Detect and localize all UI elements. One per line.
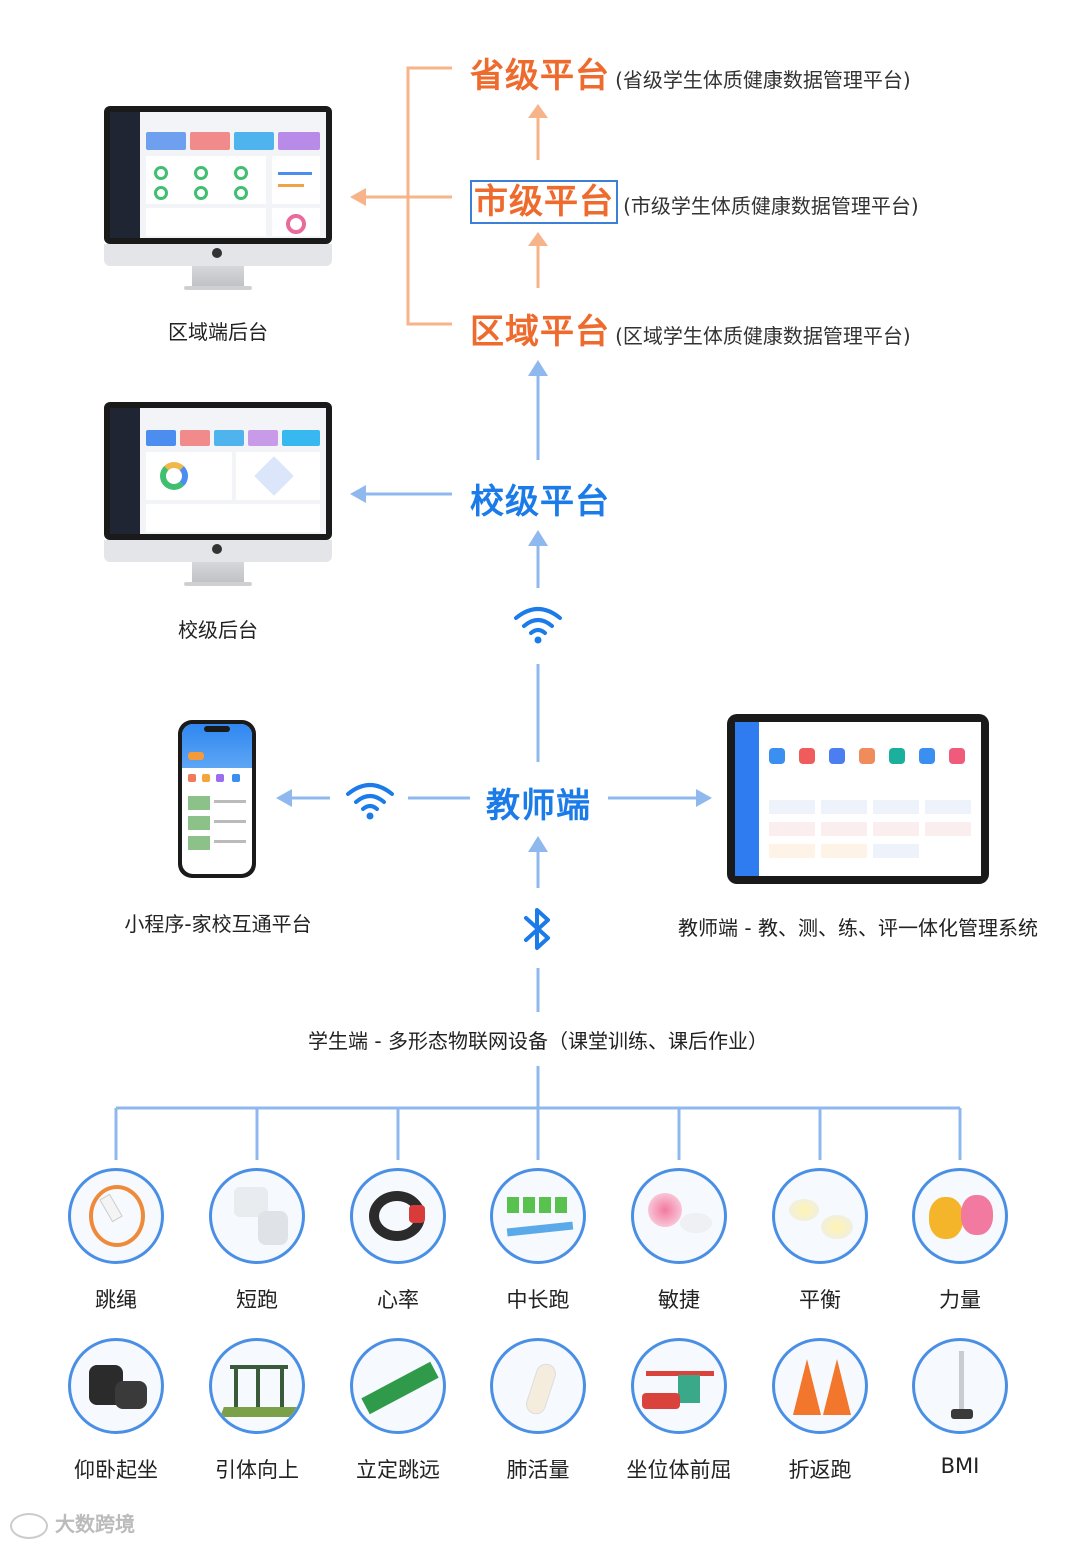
wifi-icon [346,783,394,820]
student-devices-caption: 学生端 - 多形态物联网设备（课堂训练、课后作业） [308,1029,768,1053]
regional-platform-subtitle: (区域学生体质健康数据管理平台) [615,324,911,348]
watermark-logo-icon [10,1512,48,1539]
mini-program-caption: 小程序-家校互通平台 [124,912,312,936]
distance-run-device-icon [490,1168,586,1264]
sprint-sensor-device-icon [209,1168,305,1264]
device-label: 立定跳远 [356,1458,440,1482]
device-label: 仰卧起坐 [74,1458,158,1482]
device-label: 引体向上 [215,1458,299,1482]
balance-light-device-icon [772,1168,868,1264]
apple-logo-icon [212,248,222,258]
agility-light-device-icon [631,1168,727,1264]
school-backend-caption: 校级后台 [178,618,258,642]
strength-grip-device-icon [912,1168,1008,1264]
teacher-system-screen [735,722,981,876]
device-label: BMI [940,1454,980,1478]
provincial-platform-title: 省级平台 [470,56,610,96]
device-label: 平衡 [799,1288,841,1312]
city-platform-subtitle: (市级学生体质健康数据管理平台) [623,194,919,218]
device-label: 跳绳 [95,1288,137,1312]
tablet-device [727,714,989,884]
teacher-system-caption: 教师端 - 教、测、练、评一体化管理系统 [678,916,1038,940]
spirometer-device-icon [490,1338,586,1434]
provincial-platform: 省级平台 (省级学生体质健康数据管理平台) [470,48,911,97]
shuttle-run-cone-device-icon [772,1338,868,1434]
teacher-platform-title: 教师端 [486,786,591,826]
regional-backend-monitor [104,106,332,296]
device-label: 力量 [939,1288,981,1312]
device-label: 敏捷 [658,1288,700,1312]
mini-program-screen [182,724,252,874]
regional-dashboard-screen [110,112,326,238]
provincial-platform-subtitle: (省级学生体质健康数据管理平台) [615,68,911,92]
device-label: 短跑 [236,1288,278,1312]
sit-and-reach-device-icon [631,1338,727,1434]
long-jump-mat-device-icon [350,1338,446,1434]
wifi-icon [514,607,562,644]
school-dashboard-screen [110,408,326,534]
school-backend-monitor [104,402,332,592]
watermark-text: 大数跨境 [54,1512,135,1536]
situp-sensor-device-icon [68,1338,164,1434]
school-platform-title: 校级平台 [470,482,610,522]
regional-backend-caption: 区域端后台 [168,320,268,344]
device-label: 折返跑 [788,1458,852,1482]
city-platform-title: 市级平台 [470,180,618,224]
regional-platform-title: 区域平台 [470,312,610,352]
heart-rate-band-device-icon [350,1168,446,1264]
apple-logo-icon [212,544,222,554]
phone-device [178,720,256,878]
device-label: 中长跑 [506,1288,570,1312]
jump-rope-device-icon [68,1168,164,1264]
bluetooth-icon [524,908,550,950]
device-label: 坐位体前屈 [626,1458,732,1482]
device-label: 肺活量 [506,1458,570,1482]
regional-platform: 区域平台 (区域学生体质健康数据管理平台) [470,304,911,353]
bmi-scale-device-icon [912,1338,1008,1434]
watermark: 大数跨境 [10,1508,135,1539]
device-label: 心率 [377,1288,419,1312]
pullup-bar-device-icon [209,1338,305,1434]
city-platform: 市级平台 (市级学生体质健康数据管理平台) [470,174,919,224]
